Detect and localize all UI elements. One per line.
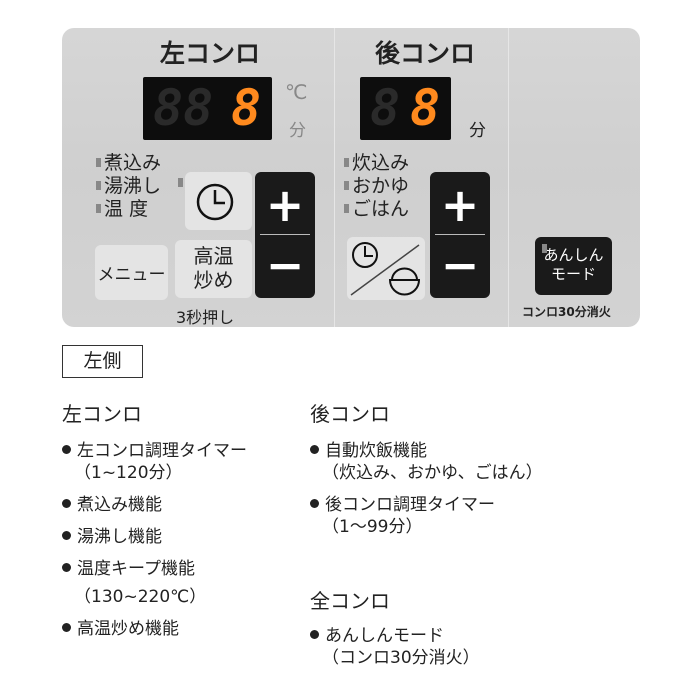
rear-plus-minus: + − xyxy=(430,172,490,298)
anshin-mode-button[interactable]: あんしん モード xyxy=(535,237,612,295)
rear-features-heading: 後コンロ xyxy=(310,402,390,426)
left-features-heading: 左コンロ xyxy=(62,402,142,426)
left-indicators: 煮込み 湯沸し 温 度 xyxy=(96,152,161,221)
rear-display: 8 8 xyxy=(360,77,451,140)
rear-burner-title: 後コンロ xyxy=(374,39,475,68)
left-display: 88 8 xyxy=(143,77,272,140)
menu-button[interactable]: メニュー xyxy=(95,245,168,300)
rear-timer-rice-button[interactable] xyxy=(347,237,425,300)
left-burner-title: 左コンロ xyxy=(159,39,260,68)
timer-led xyxy=(178,178,183,187)
clock-rice-icon xyxy=(350,242,421,296)
unit-celsius: ℃ xyxy=(285,80,308,104)
left-plus-button[interactable]: + xyxy=(265,178,305,232)
left-plus-minus: + − xyxy=(255,172,315,298)
unit-minute: 分 xyxy=(289,121,306,141)
divider xyxy=(334,28,335,327)
rear-indicators: 炊込み おかゆ ごはん xyxy=(344,152,409,221)
rear-minus-button[interactable]: − xyxy=(440,238,480,292)
rear-plus-button[interactable]: + xyxy=(440,178,480,232)
divider xyxy=(508,28,509,327)
hold-note: 3秒押し xyxy=(176,308,235,327)
all-features-list: あんしんモード （コンロ30分消火） xyxy=(310,625,480,669)
all-features-heading: 全コンロ xyxy=(310,589,390,613)
left-timer-button[interactable] xyxy=(185,172,252,230)
unit-minute: 分 xyxy=(469,121,486,141)
high-temp-button[interactable]: 高温 炒め xyxy=(175,240,252,298)
side-label: 左側 xyxy=(62,345,143,378)
anshin-caption: コンロ30分消火 xyxy=(522,305,611,319)
clock-icon xyxy=(196,183,234,221)
left-minus-button[interactable]: − xyxy=(265,238,305,292)
rear-features-list: 自動炊飯機能 （炊込み、おかゆ、ごはん） 後コンロ調理タイマー （1～99分） xyxy=(310,440,543,538)
left-features-list: 左コンロ調理タイマー （1~120分） 煮込み機能 湯沸し機能 温度キープ機能 … xyxy=(62,440,247,640)
